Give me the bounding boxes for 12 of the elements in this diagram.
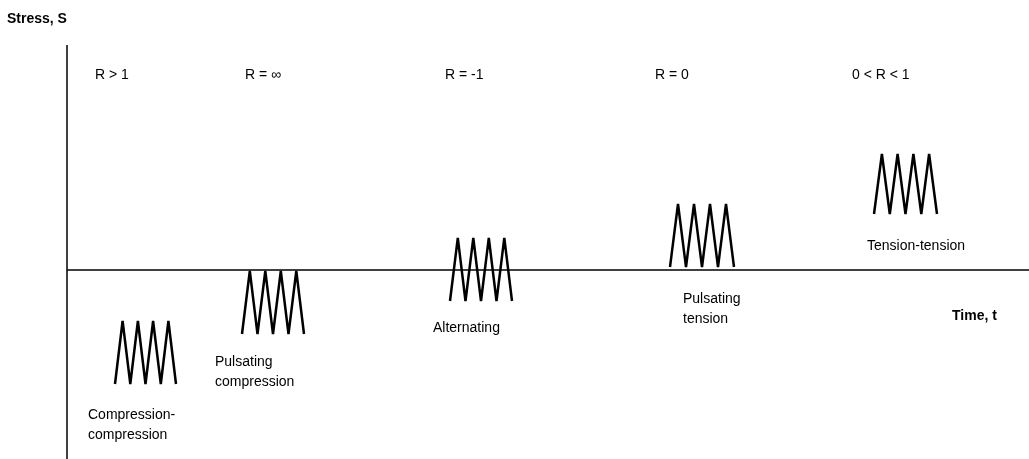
axis-label: 0 < R < 1	[852, 65, 910, 84]
axis-label: Pulsating tension	[683, 289, 742, 328]
axis-label: Pulsating compression	[215, 352, 296, 391]
axis-label: Alternating	[433, 318, 500, 337]
axis-label: R = -1	[445, 65, 484, 84]
axis-label: Time, t	[952, 306, 997, 325]
axis-label: R > 1	[95, 65, 129, 84]
axis-label: Tension-tension	[867, 236, 966, 255]
axis-label: Compression- compression	[88, 405, 177, 444]
axis-label: Stress, S	[7, 9, 67, 28]
axis-label: R = ∞	[245, 65, 282, 84]
axis-label: R = 0	[655, 65, 689, 84]
